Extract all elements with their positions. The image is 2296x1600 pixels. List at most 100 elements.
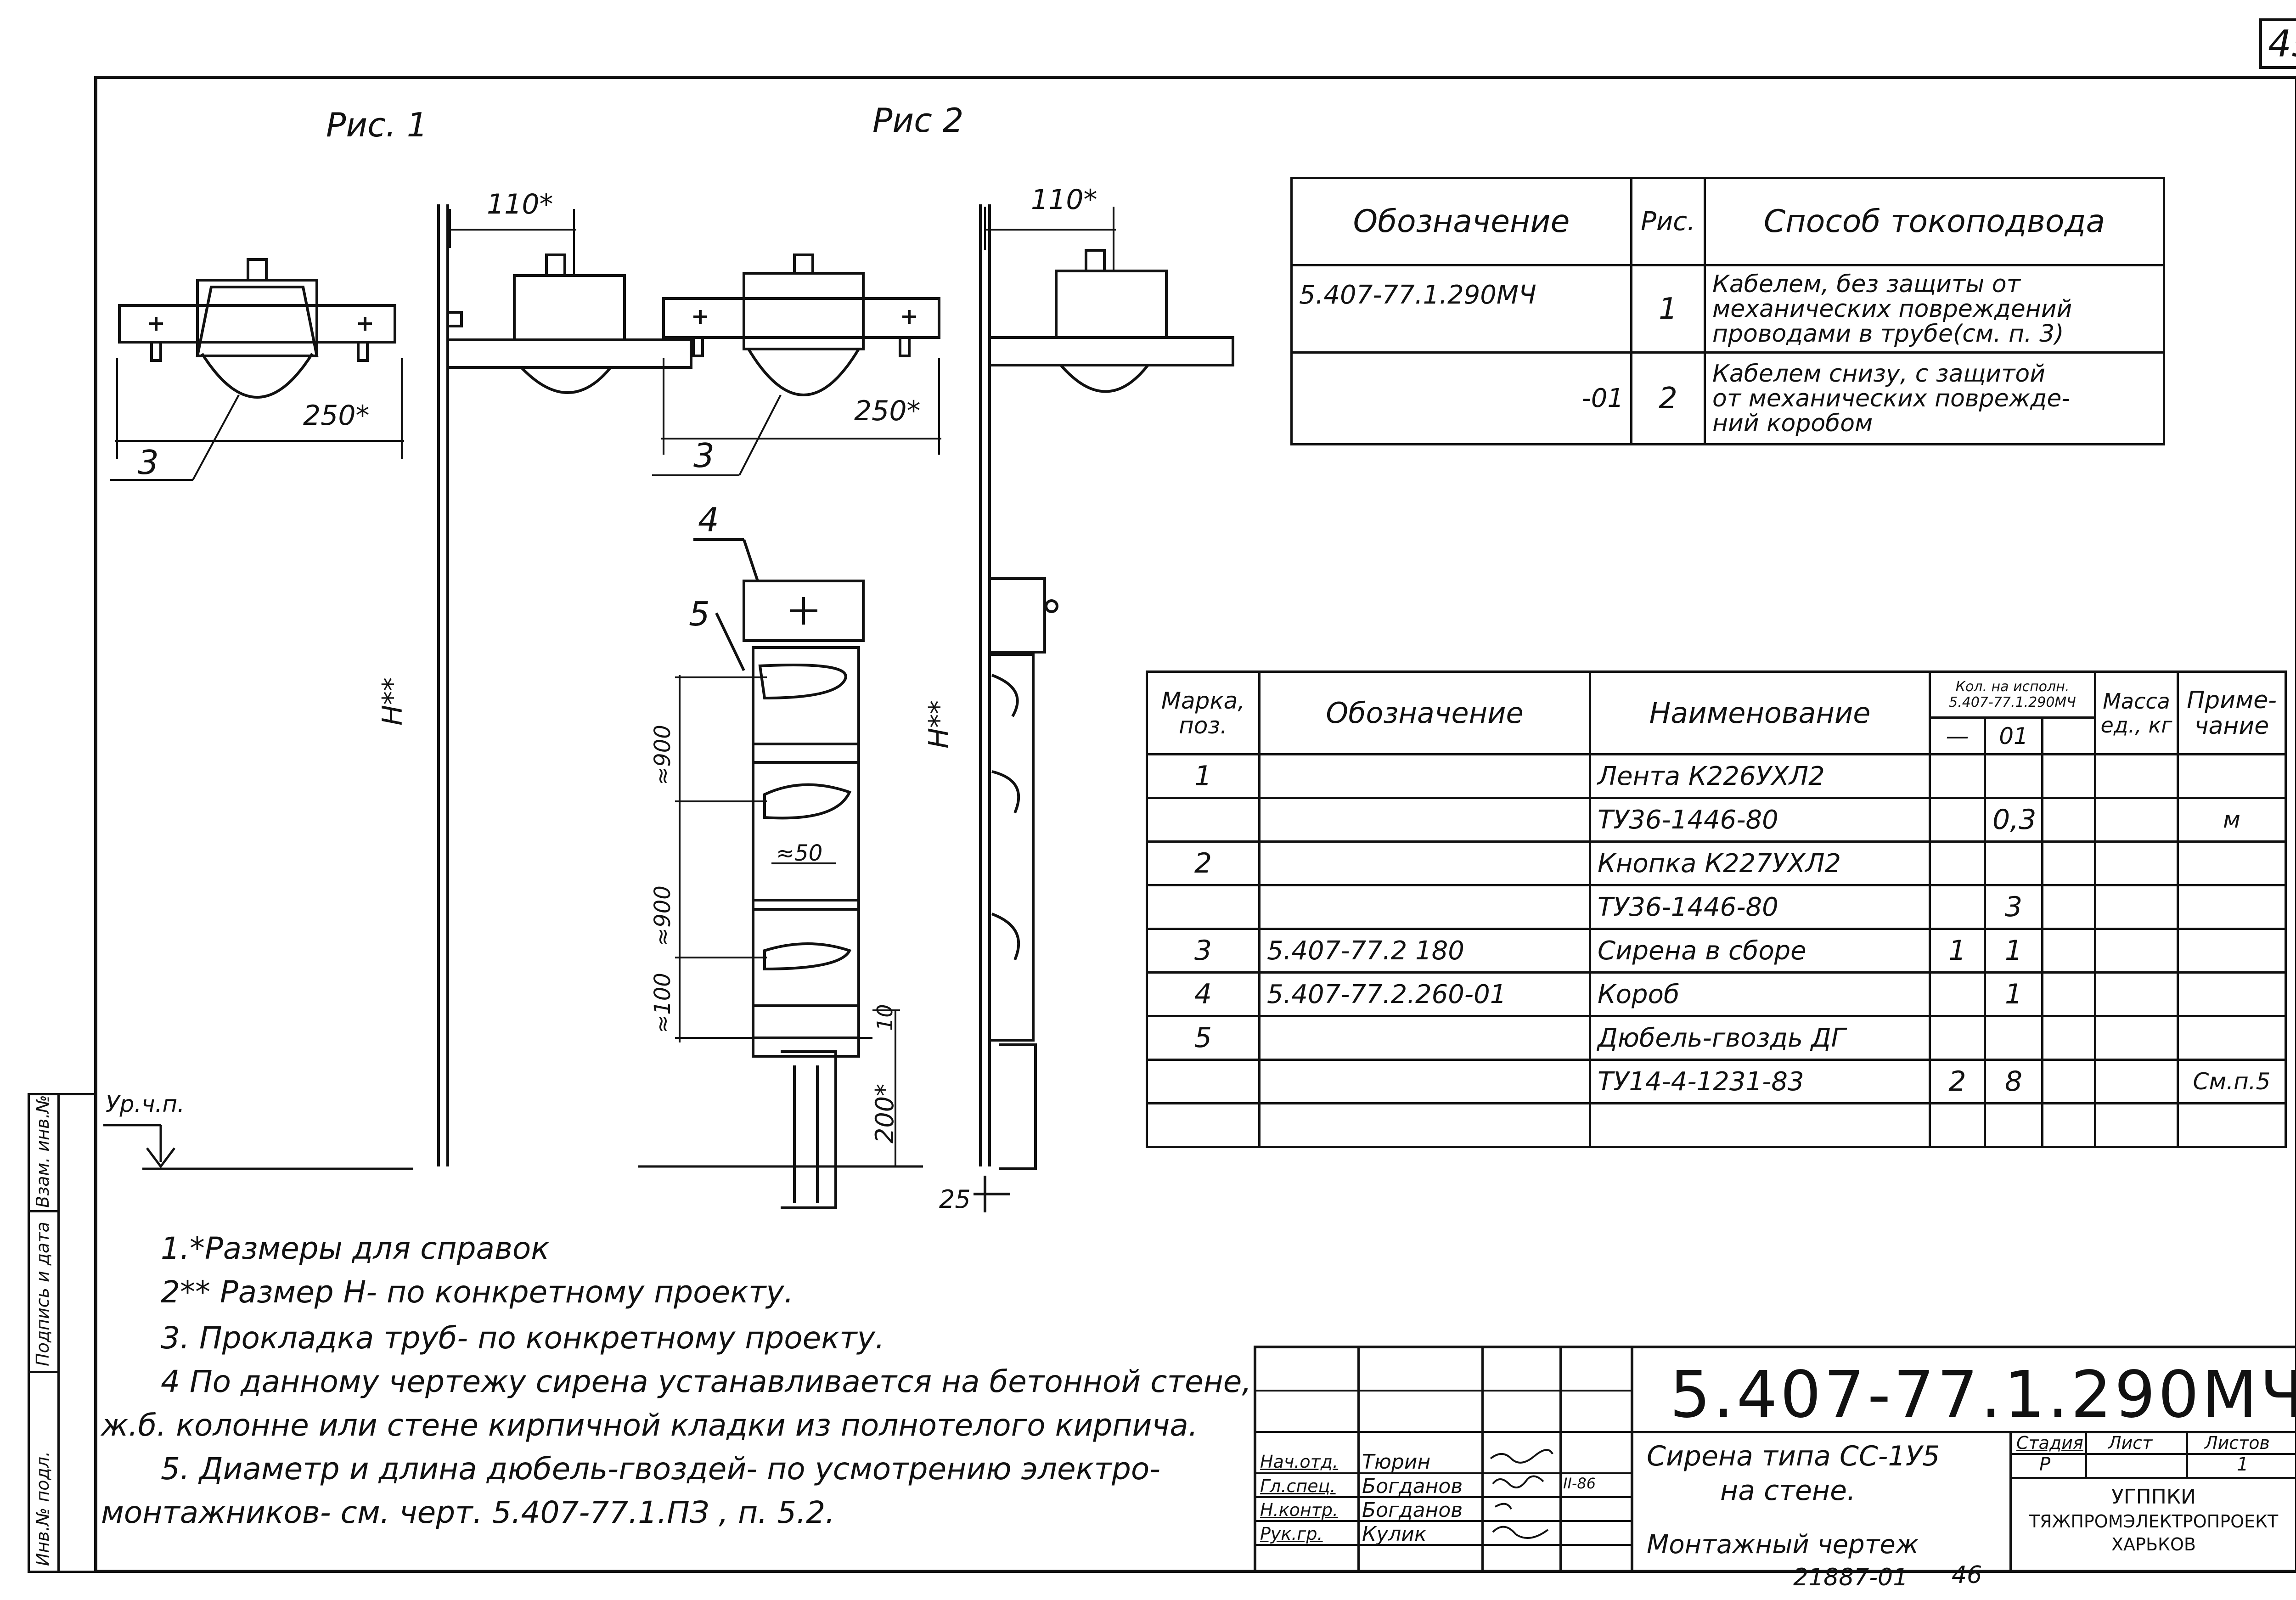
sheets-value: 1 — [2237, 1454, 2249, 1475]
bottom-page: 46 — [1952, 1561, 1982, 1589]
fig2-side-view — [974, 204, 1234, 1212]
fig1-dim-110: 110* — [487, 188, 553, 220]
spec-header-designation: Обозначение — [1258, 670, 1591, 755]
spec-cell-q1: 0,3 — [1984, 797, 2043, 843]
spec-table: Марка,поз. Обозначение Наименование Кол.… — [1146, 670, 2287, 1148]
spec-cell-q1 — [1984, 1015, 2043, 1061]
role-4: Рук.гр. — [1260, 1524, 1323, 1544]
spec-cell-q1: 8 — [1984, 1059, 2043, 1104]
note-2: 2** Размер Н- по конкретному проекту. — [161, 1274, 794, 1310]
role-1: Нач.отд. — [1260, 1452, 1339, 1472]
signatures — [1490, 1449, 1553, 1539]
spec-cell-empty — [2041, 884, 2097, 930]
title-line-2: на стене. — [1720, 1475, 1856, 1507]
fig2-front-dimensions — [652, 358, 941, 476]
role-2: Гл.спец. — [1260, 1476, 1336, 1496]
spec-cell-empty — [2041, 971, 2097, 1017]
fig2-dim-25: 25 — [939, 1185, 971, 1214]
note-5: 5. Диаметр и длина дюбель-гвоздей- по ус… — [161, 1451, 1161, 1487]
doc-code: 5.407-77.1.290МЧ — [1670, 1358, 2296, 1432]
spec-cell-note: См.п.5 — [2177, 1059, 2287, 1104]
fig1-pos-3: 3 — [138, 443, 159, 482]
spec-cell-mass — [2094, 1015, 2179, 1061]
spec-cell-mark — [1146, 1102, 1261, 1148]
fig2-strip-dimensions — [675, 675, 900, 1166]
variants-header-method: Способ токоподвода — [1704, 177, 2165, 266]
spec-cell-q1 — [1984, 753, 2043, 799]
fig2-dim-200: 200* — [870, 1083, 899, 1144]
variants-table: Обозначение Рис. Способ токоподвода 5.40… — [1290, 177, 2165, 445]
spec-cell-designation — [1258, 1102, 1591, 1148]
spec-cell-q1 — [1984, 1102, 2043, 1148]
fig1-ground — [103, 1124, 413, 1170]
spec-header-note: Приме-чание — [2177, 670, 2287, 755]
spec-cell-mass — [2094, 1102, 2179, 1148]
fig1-dim-H: H** — [377, 677, 409, 726]
title-block: Нач.отд. Тюрин Гл.спец. Богданов Н.контр… — [1254, 1346, 2296, 1573]
role-2-name: Богданов — [1362, 1475, 1463, 1498]
spec-cell-name — [1589, 1102, 1931, 1148]
fig2-box-and-strips — [693, 538, 865, 1209]
org-line-3: ХАРЬКОВ — [2111, 1534, 2196, 1555]
spec-cell-designation — [1258, 884, 1591, 930]
spec-cell-q0 — [1929, 753, 1986, 799]
spec-cell-designation — [1258, 1059, 1591, 1104]
doc-type: Монтажный чертеж — [1647, 1530, 1919, 1560]
spec-cell-mass — [2094, 797, 2179, 843]
note-1: 1.*Размеры для справок — [161, 1231, 550, 1266]
fig1-dim-250: 250* — [303, 400, 370, 432]
fig2-pos-5: 5 — [689, 595, 710, 633]
fig2-dim-250: 250* — [854, 395, 921, 427]
spec-cell-empty — [2041, 928, 2097, 974]
spec-header-qty-01: 01 — [1984, 716, 2043, 755]
role-1-name: Тюрин — [1362, 1450, 1431, 1474]
spec-cell-q0 — [1929, 884, 1986, 930]
spec-cell-q0: 1 — [1929, 928, 1986, 974]
spec-header-name: Наименование — [1589, 670, 1931, 755]
spec-cell-q0 — [1929, 840, 1986, 886]
spec-cell-q0 — [1929, 797, 1986, 843]
spec-cell-mark: 3 — [1146, 928, 1261, 974]
spec-cell-designation: 5.407-77.2 180 — [1258, 928, 1591, 974]
spec-cell-note — [2177, 884, 2287, 930]
variants-row-fig: 2 — [1630, 351, 1706, 445]
spec-cell-empty — [2041, 753, 2097, 799]
note-3: 3. Прокладка труб- по конкретному проект… — [161, 1320, 885, 1356]
spec-cell-empty — [2041, 1015, 2097, 1061]
spec-cell-mass — [2094, 1059, 2179, 1104]
spec-cell-note — [2177, 971, 2287, 1017]
sheet-label: Лист — [2108, 1433, 2153, 1453]
page-number-box: 45 — [2259, 18, 2296, 69]
spec-cell-mark — [1146, 797, 1261, 843]
spec-cell-mark — [1146, 884, 1261, 930]
spec-row — [1146, 1102, 2287, 1148]
fig2-title: Рис 2 — [872, 101, 964, 140]
spec-cell-mass — [2094, 753, 2179, 799]
spec-cell-designation — [1258, 1015, 1591, 1061]
variants-row-method: Кабелем, без защиты от механических повр… — [1704, 264, 2165, 354]
page-number: 45 — [2268, 23, 2296, 65]
title-block-signature-grid: Нач.отд. Тюрин Гл.спец. Богданов Н.контр… — [1256, 1348, 1633, 1570]
spec-cell-q0 — [1929, 971, 1986, 1017]
variants-row-fig: 1 — [1630, 264, 1706, 354]
spec-cell-mark: 5 — [1146, 1015, 1261, 1061]
variants-row-method: Кабелем снизу, с защитой от механических… — [1704, 351, 2165, 445]
fig2-dim-50: ≈50 — [776, 840, 823, 866]
variants-header-designation: Обозначение — [1290, 177, 1632, 266]
spec-cell-note: м — [2177, 797, 2287, 843]
org-line-2: ТЯЖПРОМЭЛЕКТРОПРОЕКТ — [2029, 1511, 2279, 1532]
spec-cell-note — [2177, 840, 2287, 886]
fig1-front-siren — [118, 258, 396, 399]
spec-cell-mark: 2 — [1146, 840, 1261, 886]
note-4: 4 По данному чертежу сирена устанавливае… — [161, 1364, 1252, 1399]
spec-cell-note — [2177, 1015, 2287, 1061]
